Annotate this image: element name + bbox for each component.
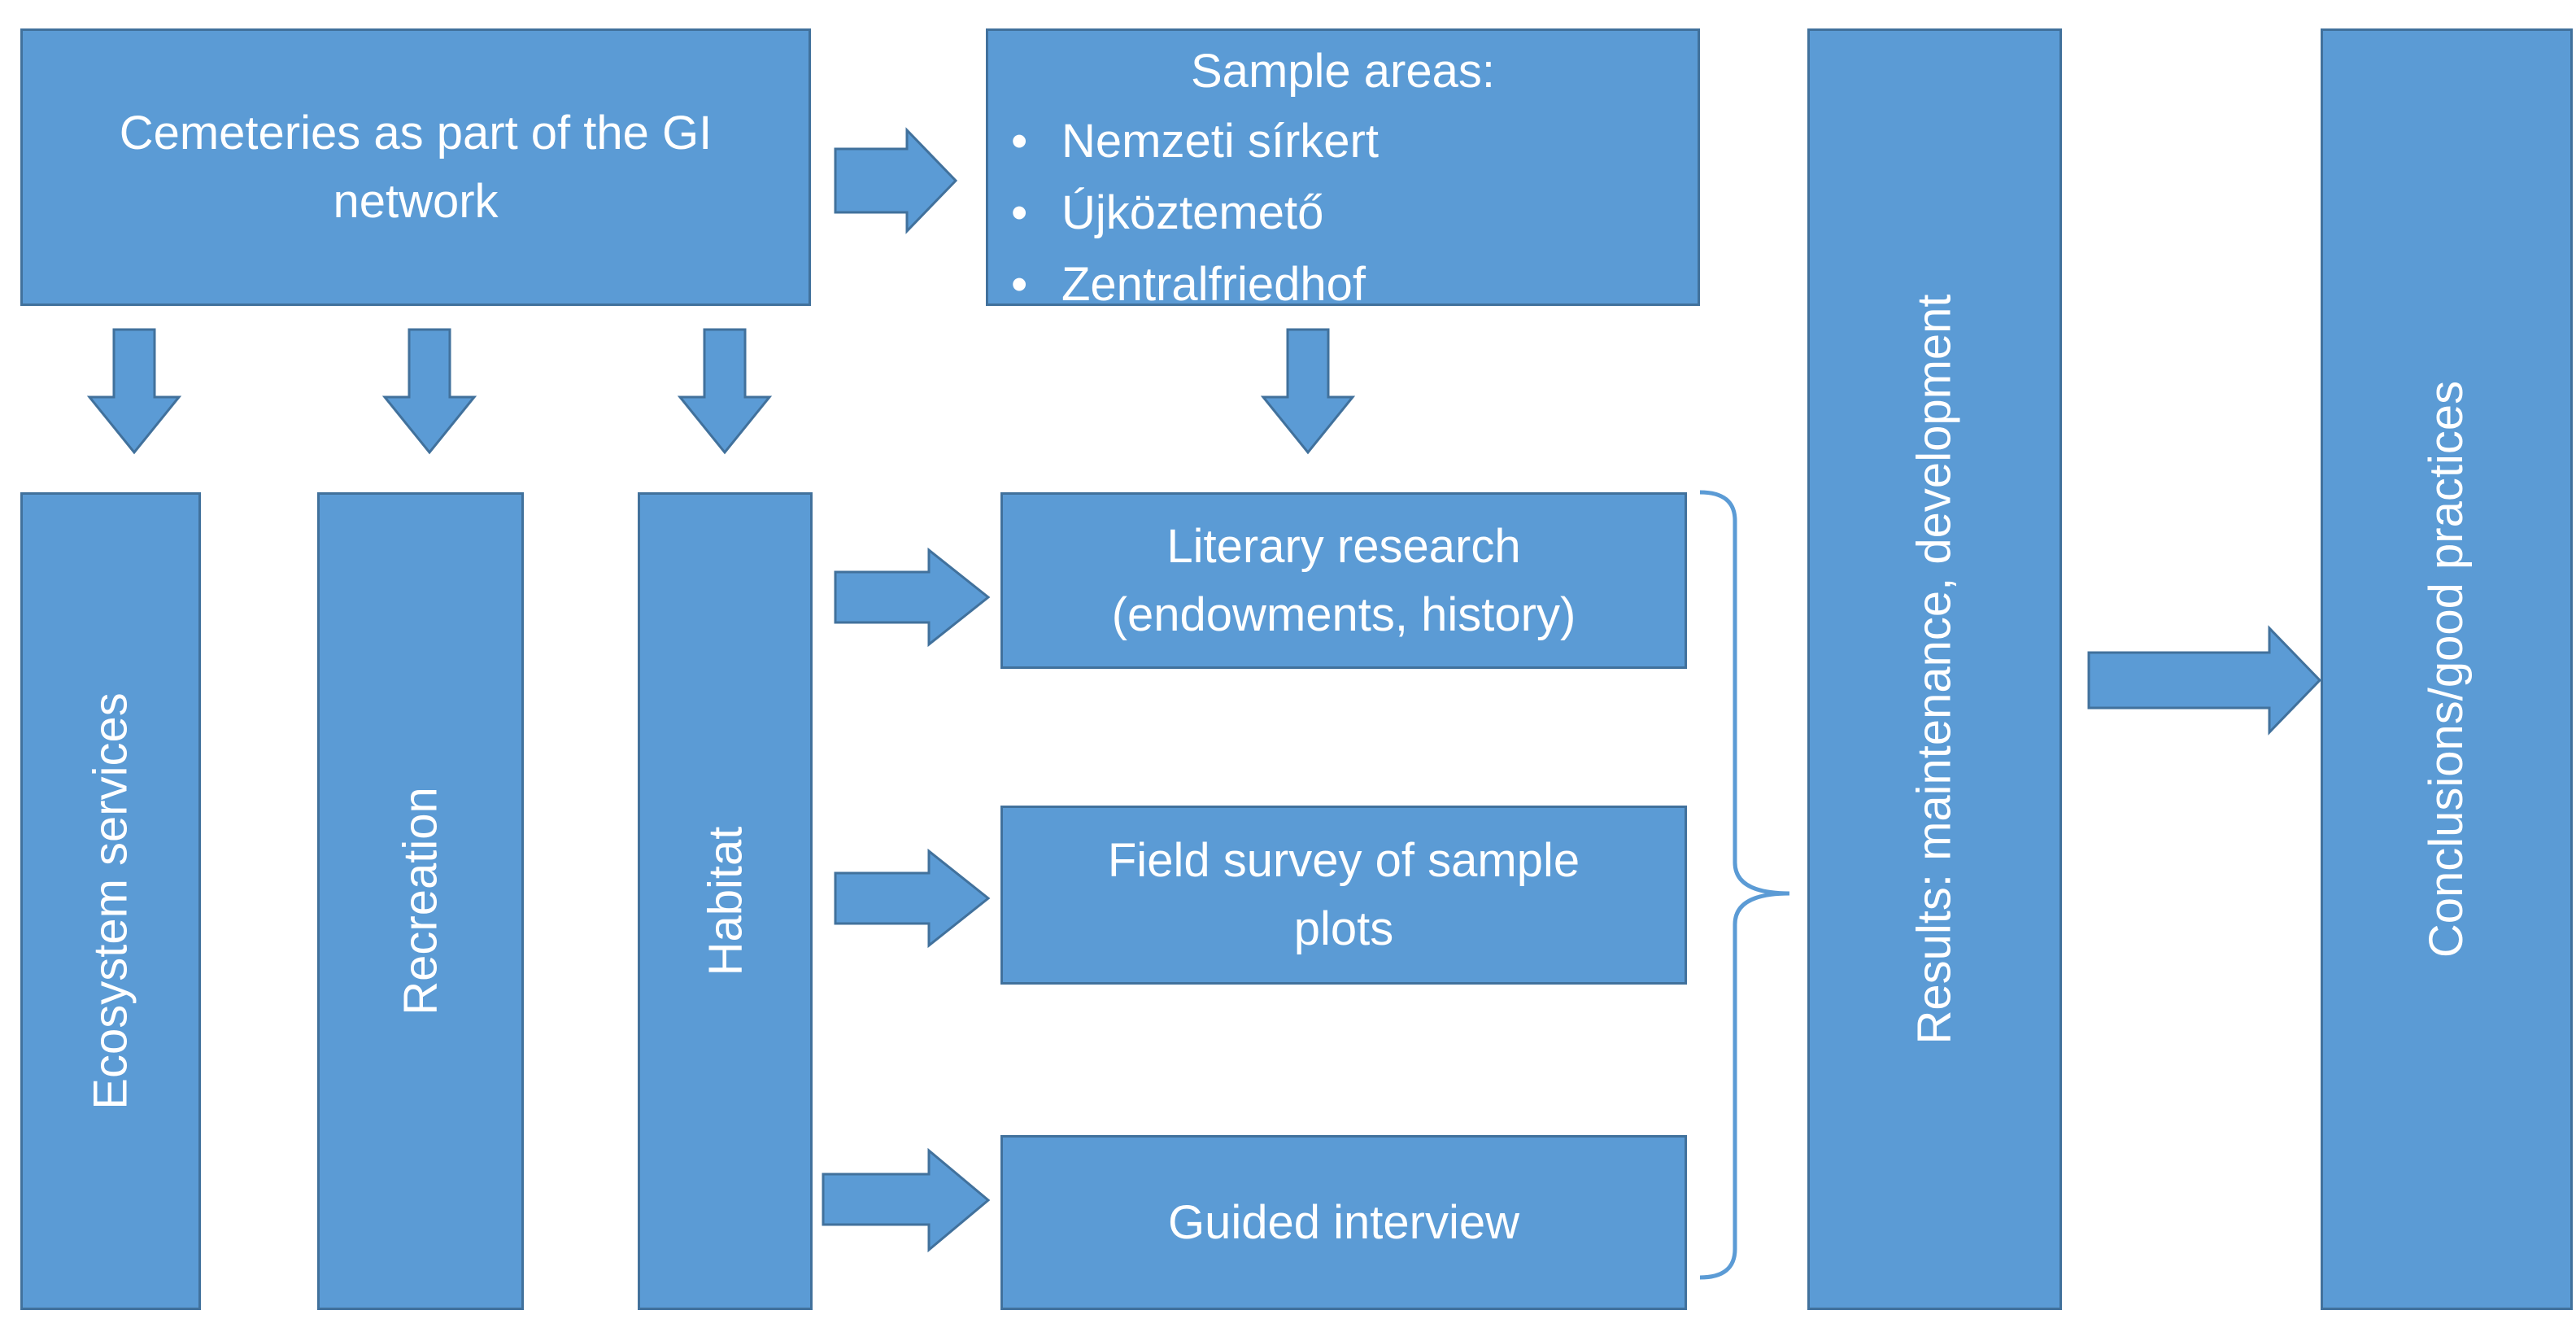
literary-research-box: Literary research (endowments, history): [1000, 492, 1687, 669]
sample-areas-heading: Sample areas:: [1191, 45, 1495, 98]
arrow-results-to-conclusions: [2087, 625, 2322, 736]
field-survey-box: Field survey of sample plots: [1000, 806, 1687, 985]
arrow-down-habitat: [677, 328, 773, 455]
conclusions-box: Conclusions/good practices: [2321, 28, 2573, 1310]
arrow-to-interview: [822, 1147, 991, 1253]
habitat-label: Habitat: [699, 826, 752, 976]
conclusions-label: Conclusions/good practices: [2420, 380, 2474, 959]
gi-network-box: Cemeteries as part of the GI network: [20, 28, 811, 306]
arrow-gi-to-sample: [834, 127, 958, 234]
sample-area-item: Nemzeti sírkert: [988, 106, 1379, 177]
arrow-down-recreation: [381, 328, 477, 455]
sample-area-item: Újköztemető: [988, 177, 1379, 249]
recreation-label: Recreation: [394, 787, 447, 1015]
gi-network-label: Cemeteries as part of the GI network: [119, 106, 713, 228]
habitat-box: Habitat: [638, 492, 813, 1310]
arrow-down-sample: [1260, 328, 1356, 455]
results-label: Results: maintenance, development: [1908, 294, 1961, 1045]
literary-research-label: Literary research (endowments, history): [1111, 519, 1576, 641]
results-box: Results: maintenance, development: [1807, 28, 2062, 1310]
sample-areas-list: Nemzeti sírkert Újköztemető Zentralfried…: [988, 106, 1379, 321]
guided-interview-box: Guided interview: [1000, 1135, 1687, 1310]
field-survey-label: Field survey of sample plots: [1107, 834, 1580, 955]
arrow-to-literary: [834, 547, 991, 648]
sample-area-item: Zentralfriedhof: [988, 249, 1379, 321]
ecosystem-services-label: Ecosystem services: [84, 692, 137, 1110]
sample-areas-box: Sample areas: Nemzeti sírkert Újköztemet…: [986, 28, 1700, 321]
guided-interview-label: Guided interview: [1168, 1195, 1519, 1249]
recreation-box: Recreation: [317, 492, 524, 1310]
grouping-bracket: [1699, 490, 1790, 1280]
arrow-to-field: [834, 848, 991, 949]
ecosystem-services-box: Ecosystem services: [20, 492, 201, 1310]
arrow-down-ecosystem: [86, 328, 182, 455]
